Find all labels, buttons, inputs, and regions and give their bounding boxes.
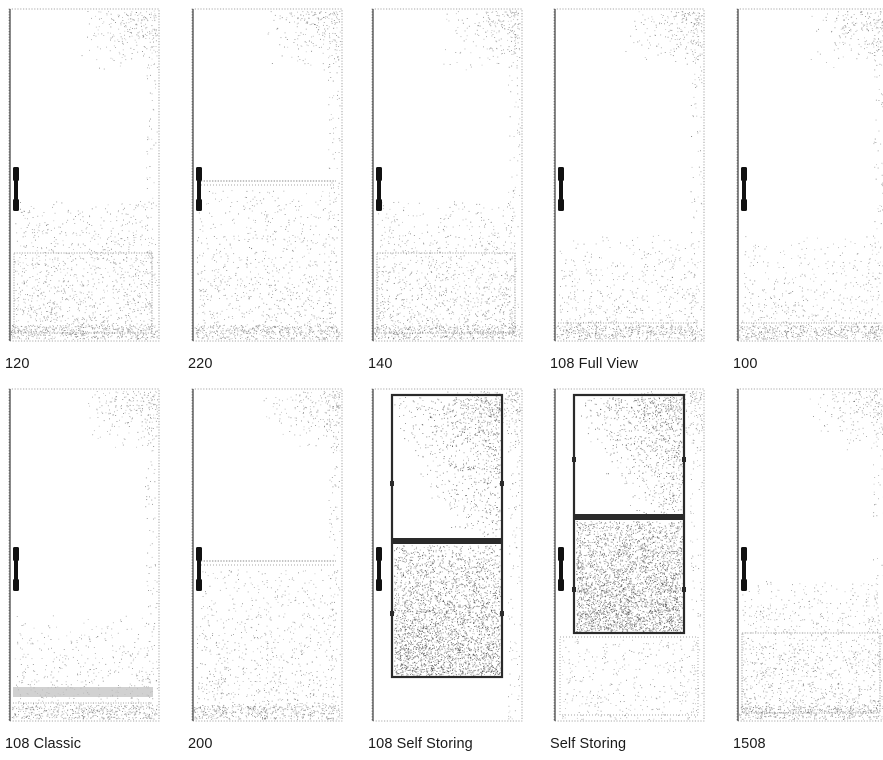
door-frame: [554, 389, 704, 721]
door-model-label: 120: [5, 355, 30, 373]
door-frame: [9, 9, 159, 341]
handle-icon: [13, 547, 19, 561]
door-item: 220: [188, 5, 358, 380]
handle-icon: [558, 547, 564, 561]
door-frame: [192, 9, 342, 341]
door-rail: [574, 514, 684, 520]
door-item: 200: [188, 385, 358, 760]
door-frame: [737, 389, 883, 721]
door-frame: [737, 9, 883, 341]
door-rail: [392, 538, 502, 544]
door-item: 120: [5, 5, 175, 380]
door-illustration: [550, 385, 720, 730]
door-model-label: 200: [188, 735, 213, 753]
handle-icon: [376, 547, 382, 561]
door-item: 1508: [733, 385, 883, 760]
kick-panel: [742, 633, 880, 713]
door-illustration: [733, 385, 883, 730]
door-frame: [372, 389, 522, 721]
kick-strip: [13, 687, 153, 697]
door-illustration: [550, 5, 720, 350]
door-model-label: 220: [188, 355, 213, 373]
door-illustration: [5, 5, 175, 350]
door-item: 100: [733, 5, 883, 380]
door-frame: [192, 389, 342, 721]
door-texture: [739, 11, 883, 340]
door-texture: [374, 10, 521, 340]
handle-icon: [558, 167, 564, 181]
door-illustration: [5, 385, 175, 730]
door-model-label: Self Storing: [550, 735, 626, 753]
door-illustration: [368, 5, 538, 350]
door-illustration: [188, 5, 358, 350]
door-frame: [372, 9, 522, 341]
handle-icon: [196, 547, 202, 561]
door-texture: [195, 11, 341, 340]
handle-icon: [376, 167, 382, 181]
handle-icon: [196, 167, 202, 181]
handle-icon: [741, 547, 747, 561]
door-model-label: 108 Classic: [5, 735, 81, 753]
door-item: 108 Full View: [550, 5, 720, 380]
door-illustration: [188, 385, 358, 730]
door-texture: [556, 11, 703, 341]
door-texture: [12, 391, 158, 720]
door-item: 108 Self Storing: [368, 385, 538, 760]
door-model-label: 108 Full View: [550, 355, 638, 373]
door-illustration: [368, 385, 538, 730]
door-item: 108 Classic: [5, 385, 175, 760]
door-texture: [739, 390, 883, 721]
door-frame: [554, 9, 704, 341]
door-item: Self Storing: [550, 385, 720, 760]
door-item: 140: [368, 5, 538, 380]
door-model-label: 100: [733, 355, 758, 373]
door-model-label: 140: [368, 355, 393, 373]
door-model-label: 1508: [733, 735, 766, 753]
door-frame: [9, 389, 159, 721]
door-model-label: 108 Self Storing: [368, 735, 473, 753]
door-illustration: [733, 5, 883, 350]
handle-icon: [13, 167, 19, 181]
door-texture: [562, 391, 703, 720]
handle-icon: [741, 167, 747, 181]
door-texture: [11, 11, 158, 340]
door-texture: [194, 391, 341, 721]
